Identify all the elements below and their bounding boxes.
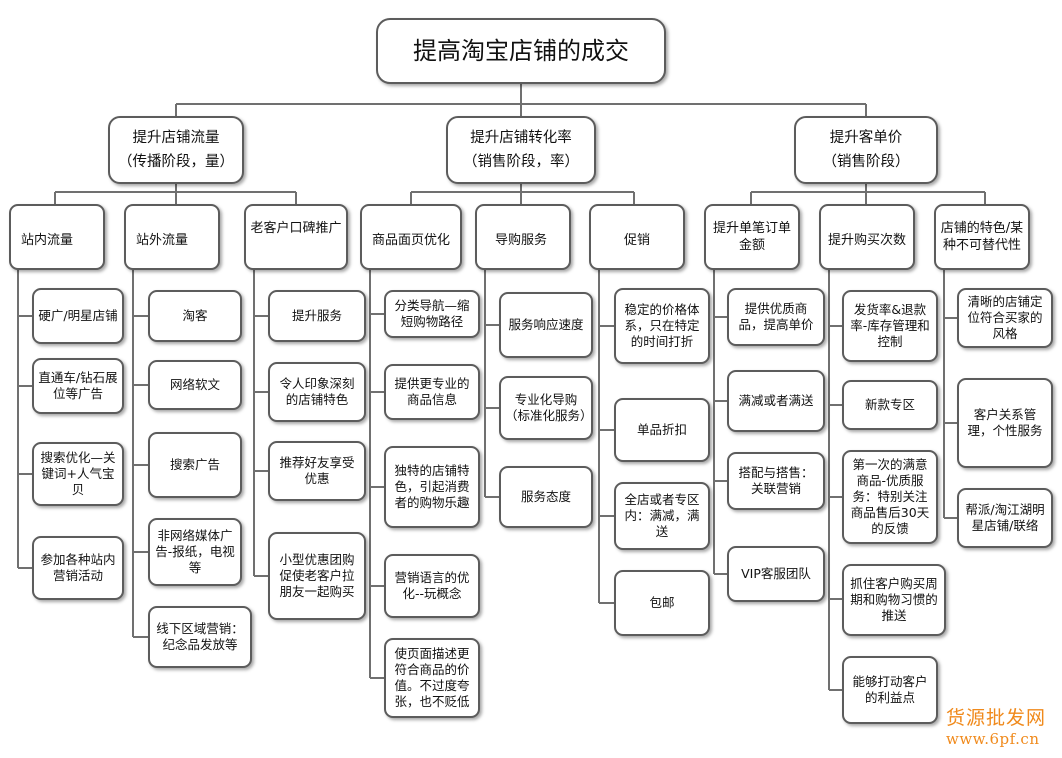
item-community-stores: 帮派/淘江湖明星店铺/联络 — [957, 488, 1053, 548]
category-offsite-traffic: 站外流量 — [124, 204, 220, 270]
item-memorable-features: 令人印象深刻的店铺特色 — [268, 362, 366, 422]
item-professional-guide: 专业化导购（标准化服务） — [499, 376, 593, 440]
category-page-optimization: 商品面页优化 — [360, 204, 462, 270]
item-bundle-sales: 搭配与搭售：关联营销 — [727, 452, 825, 510]
item-positioning: 清晰的店铺定位符合买家的风格 — [957, 288, 1053, 348]
item-hard-ads: 硬广/明星店铺 — [32, 288, 124, 344]
item-marketing-language: 营销语言的优化--玩概念 — [384, 554, 480, 618]
item-free-shipping: 包邮 — [614, 570, 710, 636]
item-local-marketing: 线下区域营销：纪念品发放等 — [148, 606, 252, 668]
item-group-buying: 小型优惠团购促使老客户拉朋友一起购买 — [268, 532, 366, 620]
item-crm: 客户关系管理，个性服务 — [957, 378, 1053, 468]
item-unique-features: 独特的店铺特色，引起消费者的购物乐趣 — [384, 446, 480, 528]
item-offline-media: 非网络媒体广告-报纸，电视等 — [148, 518, 242, 586]
item-referral-discount: 推荐好友享受优惠 — [268, 441, 366, 501]
item-stable-pricing: 稳定的价格体系，只在特定的时间打折 — [614, 288, 710, 364]
item-single-discount: 单品折扣 — [614, 398, 710, 462]
item-new-arrivals: 新款专区 — [842, 380, 938, 430]
item-product-info: 提供更专业的商品信息 — [384, 364, 480, 420]
item-accurate-description: 使页面描述更符合商品的价值。不过度夸张，也不贬低 — [384, 638, 480, 718]
item-first-experience: 第一次的满意商品-优质服务：特别关注商品售后30天的反馈 — [842, 450, 938, 544]
branch-conversion: 提升店铺转化率 （销售阶段，率） — [446, 116, 596, 184]
item-taoke: 淘客 — [148, 290, 242, 342]
root-node: 提高淘宝店铺的成交 — [376, 18, 666, 84]
category-word-of-mouth: 老客户口碑推广 — [244, 204, 348, 270]
item-onsite-events: 参加各种站内营销活动 — [32, 536, 124, 600]
item-service-attitude: 服务态度 — [499, 466, 593, 528]
item-benefit-points: 能够打动客户的利益点 — [842, 656, 938, 724]
item-discount-gift: 满减或者满送 — [727, 370, 825, 432]
item-category-navigation: 分类导航—缩短购物路径 — [384, 290, 480, 338]
item-shipping-inventory: 发货率&退款率-库存管理和控制 — [842, 290, 938, 362]
item-search-optimization: 搜索优化—关键词+人气宝贝 — [32, 442, 124, 506]
category-store-uniqueness: 店铺的特色/某种不可替代性 — [934, 204, 1030, 270]
item-storewide-promo: 全店或者专区内：满减，满送 — [614, 482, 710, 550]
item-quality-products: 提供优质商品，提高单价 — [727, 288, 825, 346]
watermark-url: www.6pf.cn — [946, 730, 1040, 748]
item-vip-team: VIP客服团队 — [727, 546, 825, 602]
item-response-speed: 服务响应速度 — [499, 292, 593, 358]
category-onsite-traffic: 站内流量 — [9, 204, 105, 270]
category-order-amount: 提升单笔订单金额 — [704, 204, 800, 270]
category-purchase-frequency: 提升购买次数 — [819, 204, 915, 270]
category-shopping-guide: 导购服务 — [475, 204, 571, 270]
item-ztc-ads: 直通车/钻石展位等广告 — [32, 358, 124, 414]
watermark-title: 货源批发网 — [946, 707, 1047, 729]
branch-traffic: 提升店铺流量 （传播阶段，量） — [108, 116, 244, 184]
item-soft-articles: 网络软文 — [148, 360, 242, 410]
item-improve-service: 提升服务 — [268, 290, 366, 342]
item-purchase-cycle: 抓住客户购买周期和购物习惯的推送 — [842, 564, 946, 636]
item-search-ads: 搜索广告 — [148, 432, 242, 498]
category-promotion: 促销 — [589, 204, 685, 270]
branch-order-value: 提升客单价 （销售阶段） — [794, 116, 938, 184]
